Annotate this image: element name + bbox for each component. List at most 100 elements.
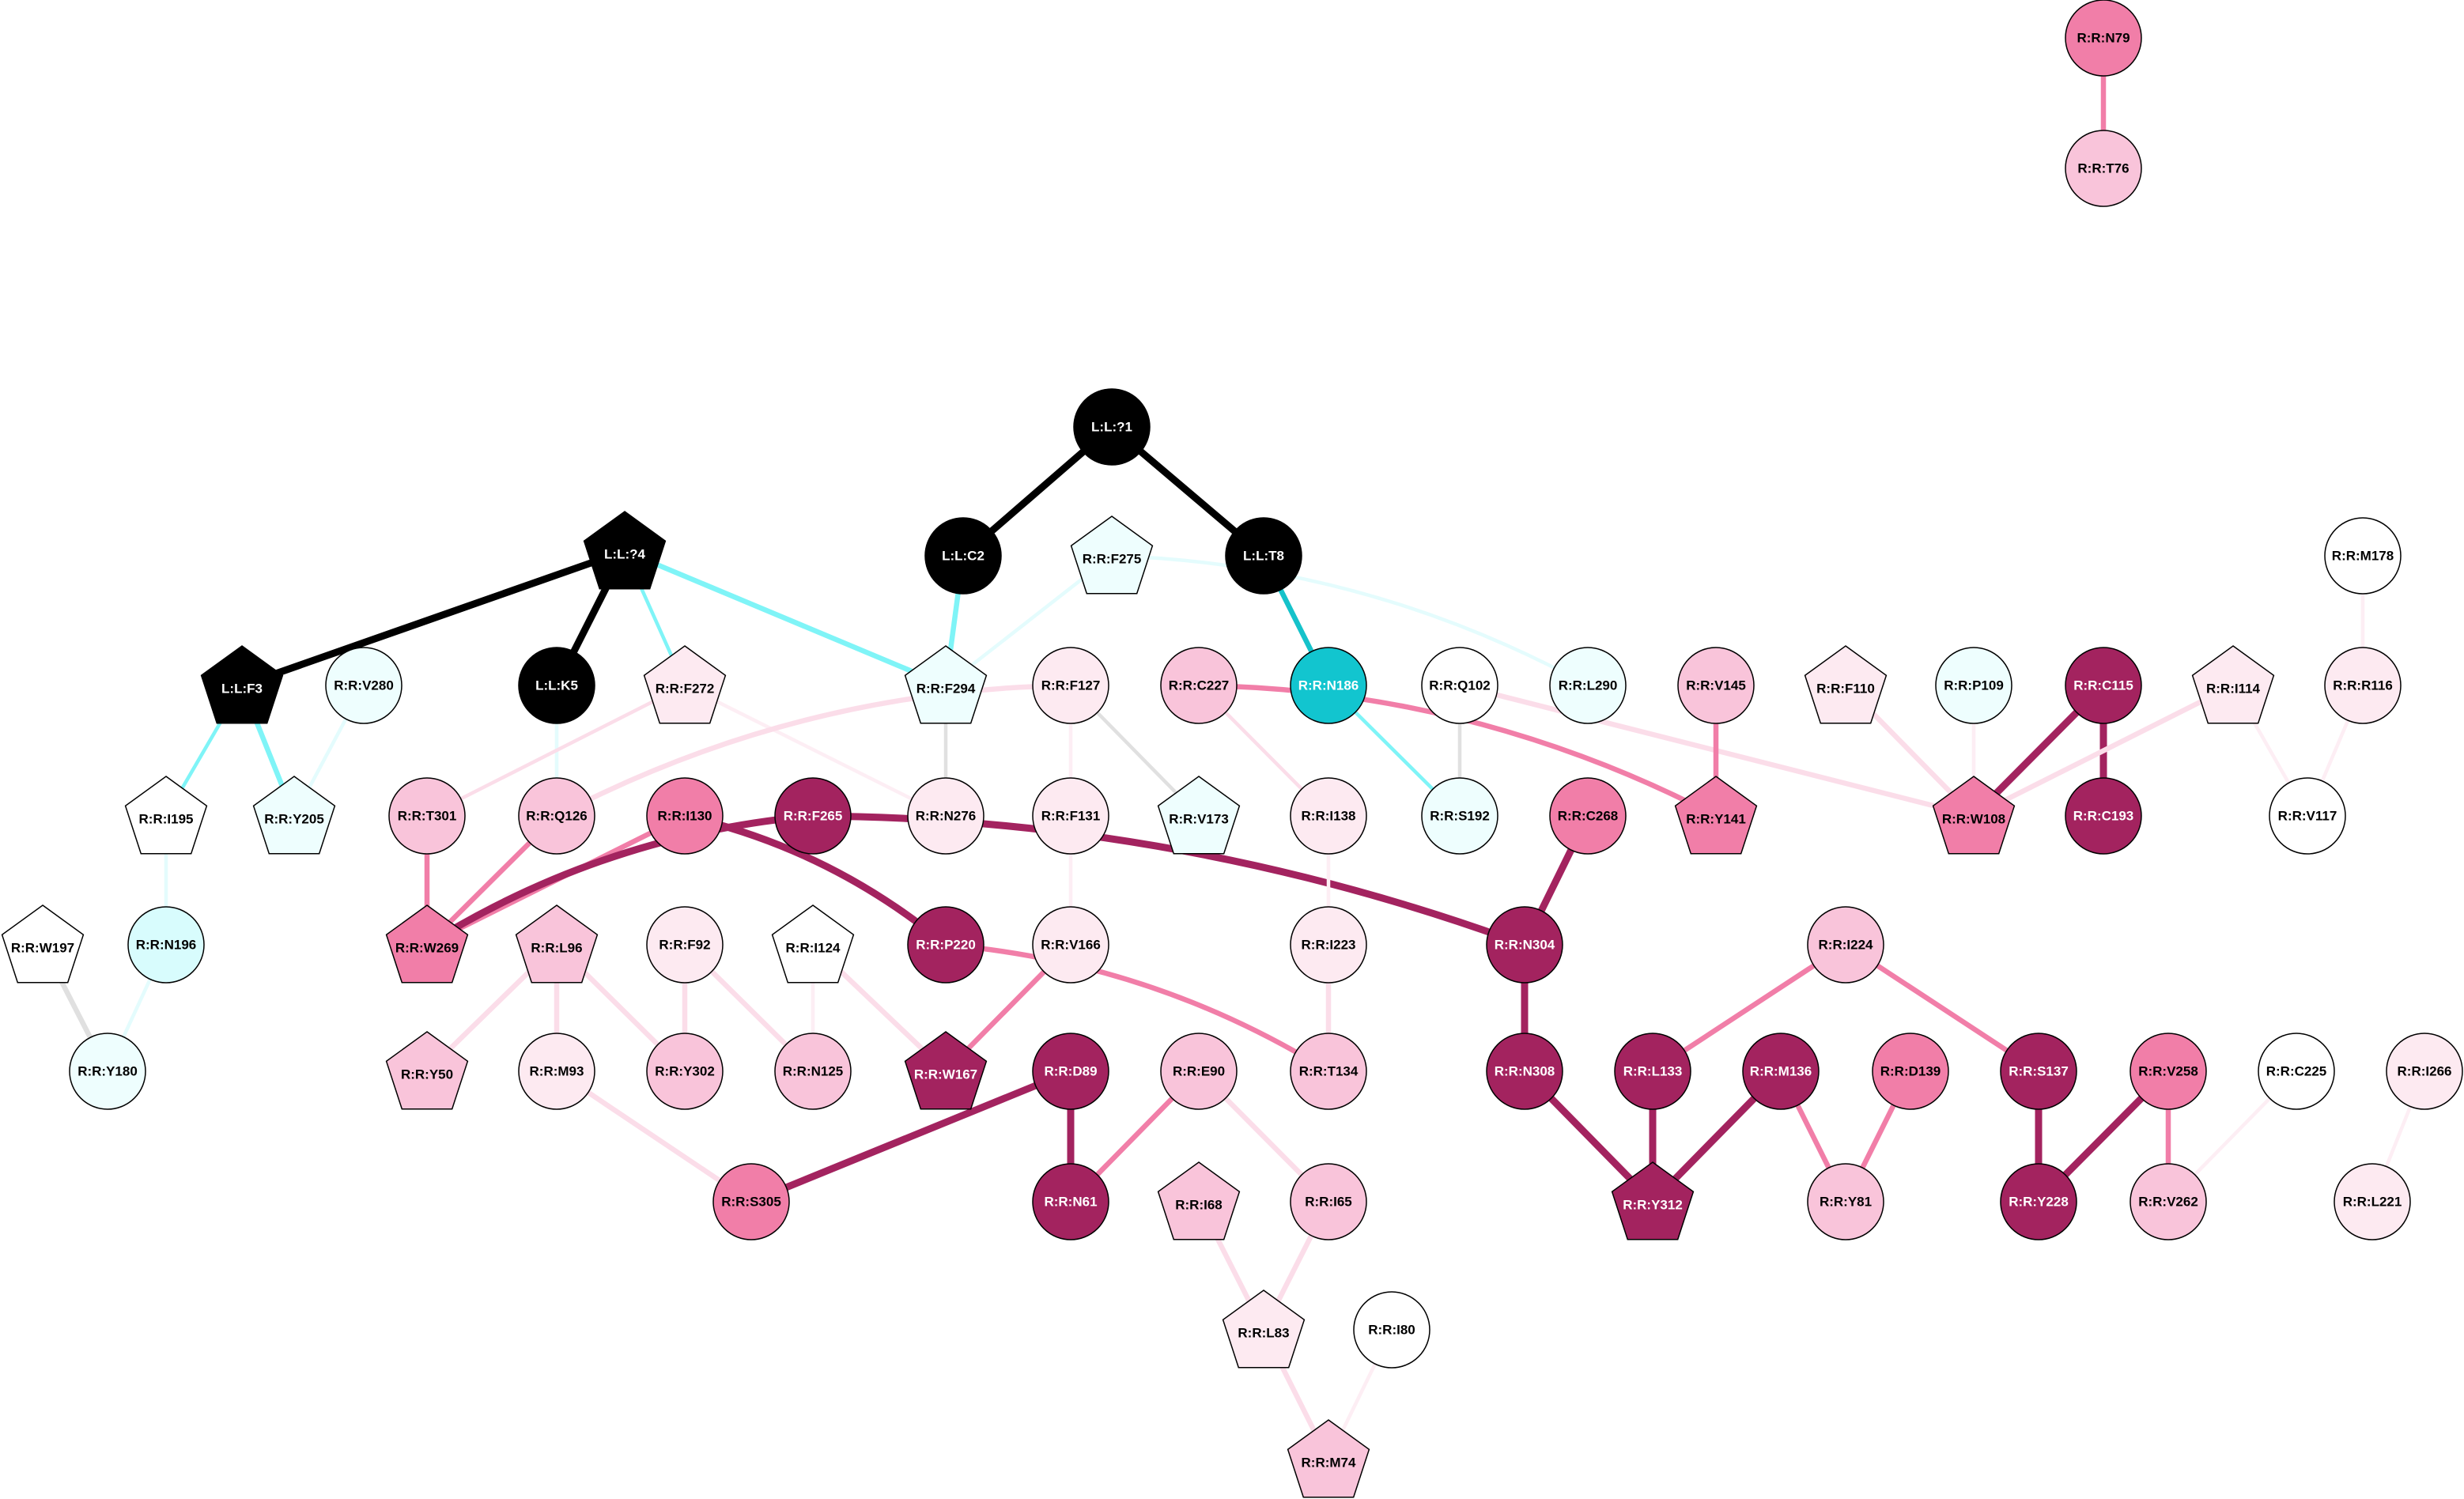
node-N125[interactable]: R:R:N125 <box>774 1033 852 1110</box>
node-F110[interactable]: R:R:F110 <box>1804 645 1888 724</box>
node-N308[interactable]: R:R:N308 <box>1486 1033 1563 1110</box>
node-C115[interactable]: R:R:C115 <box>2065 647 2142 724</box>
node-shape-Y50 <box>385 1031 469 1110</box>
node-V117[interactable]: R:R:V117 <box>2269 777 2346 855</box>
node-shape-V262 <box>2130 1163 2207 1240</box>
node-Y302[interactable]: R:R:Y302 <box>646 1033 724 1110</box>
node-shape-T76 <box>2065 130 2142 207</box>
node-I224[interactable]: R:R:I224 <box>1807 906 1884 984</box>
node-C227[interactable]: R:R:C227 <box>1160 647 1238 724</box>
node-Y141[interactable]: R:R:Y141 <box>1674 776 1758 855</box>
node-shape-F110 <box>1804 645 1888 724</box>
node-N61[interactable]: R:R:N61 <box>1032 1163 1109 1240</box>
node-P109[interactable]: R:R:P109 <box>1935 647 2012 724</box>
edge-F275-L290 <box>1109 553 1590 688</box>
node-F272[interactable]: R:R:F272 <box>643 645 727 724</box>
node-shape-V166 <box>1032 906 1109 984</box>
node-M93[interactable]: R:R:M93 <box>518 1033 595 1110</box>
node-I65[interactable]: R:R:I65 <box>1290 1163 1367 1240</box>
node-I266[interactable]: R:R:I266 <box>2386 1033 2463 1110</box>
node-shape-I124 <box>771 904 855 984</box>
node-I223[interactable]: R:R:I223 <box>1290 906 1367 984</box>
node-I114[interactable]: R:R:I114 <box>2191 645 2275 724</box>
node-shape-N186 <box>1290 647 1367 724</box>
node-F265[interactable]: R:R:F265 <box>774 777 852 855</box>
node-E90[interactable]: R:R:E90 <box>1160 1033 1238 1110</box>
node-I130[interactable]: R:R:I130 <box>646 777 724 855</box>
node-L83[interactable]: R:R:L83 <box>1222 1289 1306 1369</box>
node-C193[interactable]: R:R:C193 <box>2065 777 2142 855</box>
node-N79[interactable]: R:R:N79 <box>2065 0 2142 77</box>
node-Q102[interactable]: R:R:Q102 <box>1421 647 1498 724</box>
node-P220[interactable]: R:R:P220 <box>907 906 984 984</box>
node-F275[interactable]: R:R:F275 <box>1070 515 1154 595</box>
node-Q126[interactable]: R:R:Q126 <box>518 777 595 855</box>
node-shape-I224 <box>1807 906 1884 984</box>
node-I124[interactable]: R:R:I124 <box>771 904 855 984</box>
node-L4[interactable]: L:L:?4 <box>583 511 667 590</box>
node-S305[interactable]: R:R:S305 <box>712 1163 790 1240</box>
node-L290[interactable]: R:R:L290 <box>1549 647 1627 724</box>
node-M74[interactable]: R:R:M74 <box>1287 1419 1370 1498</box>
node-shape-Y228 <box>2000 1163 2077 1240</box>
node-I80[interactable]: R:R:I80 <box>1353 1291 1430 1369</box>
node-I138[interactable]: R:R:I138 <box>1290 777 1367 855</box>
node-W197[interactable]: R:R:W197 <box>1 904 85 984</box>
node-S137[interactable]: R:R:S137 <box>2000 1033 2077 1110</box>
node-shape-C268 <box>1549 777 1627 855</box>
node-Y205[interactable]: R:R:Y205 <box>252 776 336 855</box>
node-C268[interactable]: R:R:C268 <box>1549 777 1627 855</box>
node-Y81[interactable]: R:R:Y81 <box>1807 1163 1884 1240</box>
node-V262[interactable]: R:R:V262 <box>2130 1163 2207 1240</box>
node-T134[interactable]: R:R:T134 <box>1290 1033 1367 1110</box>
node-shape-L83 <box>1222 1289 1306 1369</box>
node-Y228[interactable]: R:R:Y228 <box>2000 1163 2077 1240</box>
node-I68[interactable]: R:R:I68 <box>1157 1161 1241 1240</box>
node-L1[interactable]: L:L:?1 <box>1073 388 1151 466</box>
node-L96[interactable]: R:R:L96 <box>515 904 599 984</box>
node-D89[interactable]: R:R:D89 <box>1032 1033 1109 1110</box>
node-shape-I68 <box>1157 1161 1241 1240</box>
node-shape-W167 <box>904 1031 988 1110</box>
node-I195[interactable]: R:R:I195 <box>124 776 208 855</box>
node-C225[interactable]: R:R:C225 <box>2258 1033 2335 1110</box>
node-shape-N196 <box>127 906 205 984</box>
node-N304[interactable]: R:R:N304 <box>1486 906 1563 984</box>
node-shape-C115 <box>2065 647 2142 724</box>
node-F92[interactable]: R:R:F92 <box>646 906 724 984</box>
node-F131[interactable]: R:R:F131 <box>1032 777 1109 855</box>
node-S192[interactable]: R:R:S192 <box>1421 777 1498 855</box>
node-F294[interactable]: R:R:F294 <box>904 645 988 724</box>
node-M136[interactable]: R:R:M136 <box>1742 1033 1820 1110</box>
node-shape-V117 <box>2269 777 2346 855</box>
node-L221[interactable]: R:R:L221 <box>2334 1163 2411 1240</box>
node-D139[interactable]: R:R:D139 <box>1872 1033 1949 1110</box>
node-V166[interactable]: R:R:V166 <box>1032 906 1109 984</box>
node-shape-I223 <box>1290 906 1367 984</box>
node-shape-N308 <box>1486 1033 1563 1110</box>
node-shape-F272 <box>643 645 727 724</box>
node-F127[interactable]: R:R:F127 <box>1032 647 1109 724</box>
node-shape-T134 <box>1290 1033 1367 1110</box>
node-V145[interactable]: R:R:V145 <box>1677 647 1755 724</box>
node-T76[interactable]: R:R:T76 <box>2065 130 2142 207</box>
node-V280[interactable]: R:R:V280 <box>325 647 402 724</box>
node-Y180[interactable]: R:R:Y180 <box>69 1033 146 1110</box>
node-F3[interactable]: L:L:F3 <box>200 645 284 724</box>
node-T8[interactable]: L:L:T8 <box>1225 517 1302 595</box>
node-M178[interactable]: R:R:M178 <box>2324 517 2402 595</box>
node-N196[interactable]: R:R:N196 <box>127 906 205 984</box>
node-N186[interactable]: R:R:N186 <box>1290 647 1367 724</box>
node-shape-M178 <box>2324 517 2402 595</box>
node-shape-I195 <box>124 776 208 855</box>
node-L133[interactable]: R:R:L133 <box>1614 1033 1691 1110</box>
node-shape-S192 <box>1421 777 1498 855</box>
node-V258[interactable]: R:R:V258 <box>2130 1033 2207 1110</box>
node-T301[interactable]: R:R:T301 <box>388 777 466 855</box>
node-N276[interactable]: R:R:N276 <box>907 777 984 855</box>
node-K5[interactable]: L:L:K5 <box>518 647 595 724</box>
node-shape-M74 <box>1287 1419 1370 1498</box>
node-shape-N61 <box>1032 1163 1109 1240</box>
node-C2[interactable]: L:L:C2 <box>924 517 1002 595</box>
node-R116[interactable]: R:R:R116 <box>2324 647 2402 724</box>
